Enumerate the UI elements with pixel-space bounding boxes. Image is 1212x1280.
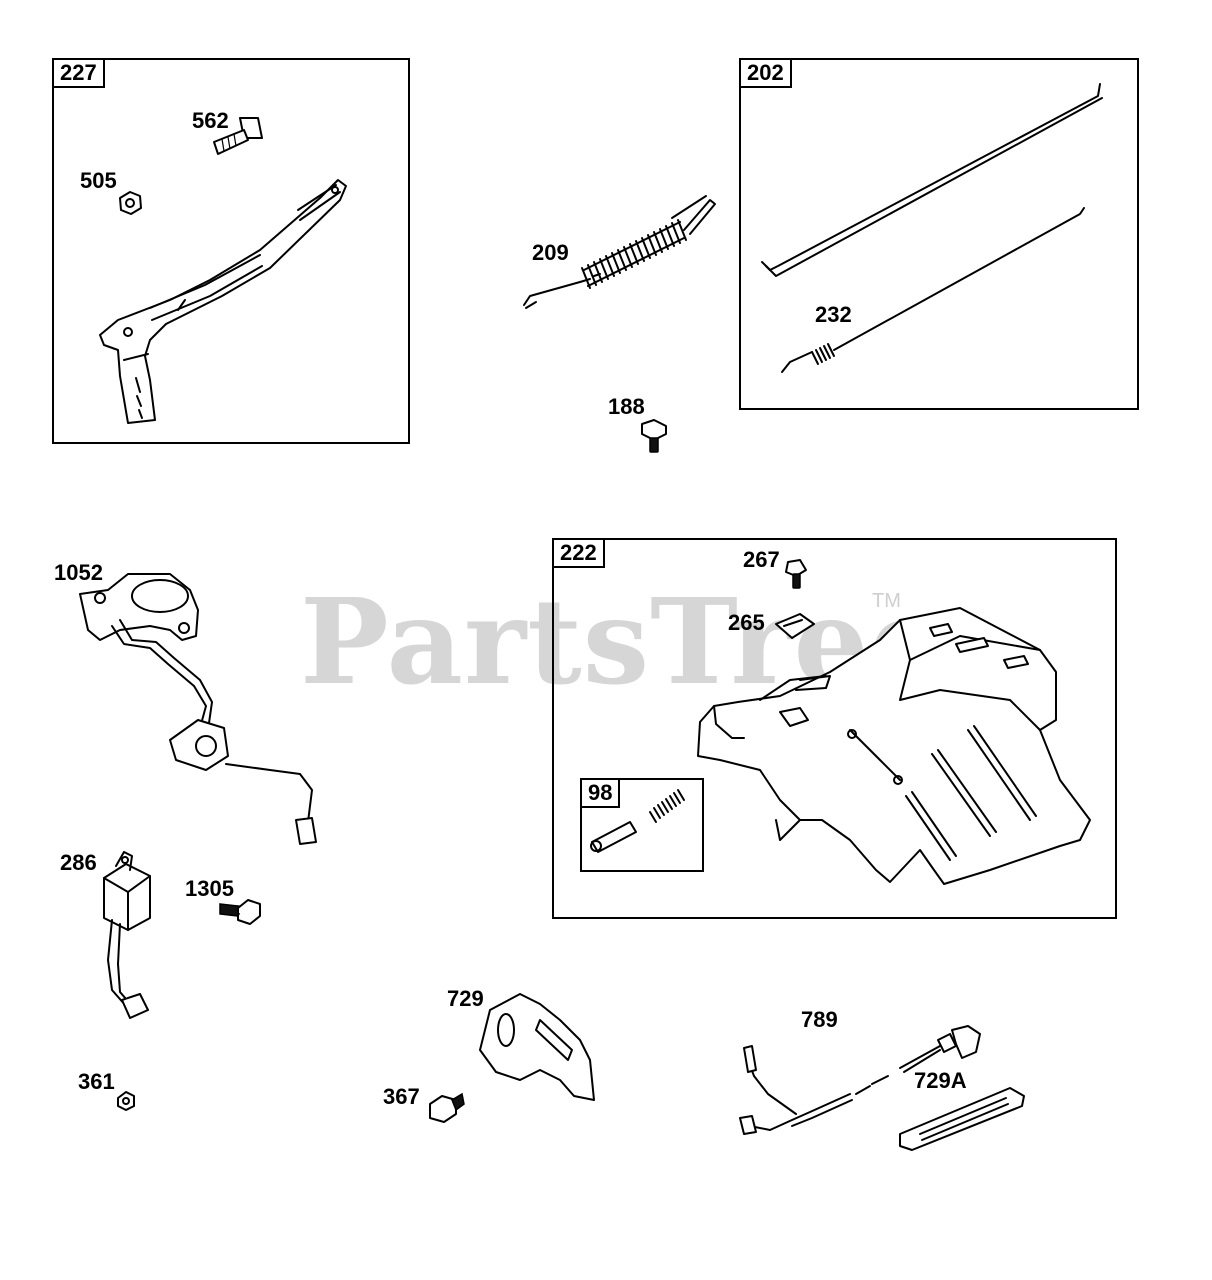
part-562-bolt (213, 117, 263, 155)
part-267-screw (785, 559, 807, 589)
callout-1052: 1052 (54, 560, 103, 585)
part-98-pin-spring (590, 789, 685, 853)
part-188-screw (641, 419, 667, 453)
callout-729: 729 (447, 986, 484, 1011)
part-789-wire (739, 1025, 981, 1135)
part-286-module (103, 851, 151, 1019)
group-202-box: 202 (739, 58, 1139, 410)
group-227-label: 227 (54, 60, 105, 88)
group-98-label: 98 (582, 780, 621, 808)
callout-361: 361 (78, 1069, 115, 1094)
part-367-screw (429, 1092, 465, 1123)
part-729A-plate (899, 1087, 1025, 1151)
callout-209: 209 (532, 240, 569, 265)
part-222-shield (697, 607, 1091, 885)
part-1305-screw (219, 899, 261, 925)
group-222-label: 222 (554, 540, 605, 568)
callout-789: 789 (801, 1007, 838, 1032)
group-222-box: 222 (552, 538, 1117, 919)
part-209-spring (523, 195, 716, 309)
group-227-box: 227 (52, 58, 410, 444)
callout-1305: 1305 (185, 876, 234, 901)
part-505-nut (119, 191, 142, 215)
group-202-label: 202 (741, 60, 792, 88)
part-1052-oil-sensor (79, 573, 317, 845)
callout-265: 265 (728, 610, 765, 635)
part-265-clip (775, 613, 815, 639)
callout-729A: 729A (914, 1068, 967, 1093)
part-361-nut (117, 1091, 135, 1111)
callout-505: 505 (80, 168, 117, 193)
group-98-box: 98 (580, 778, 704, 872)
part-202-rod (761, 83, 1103, 277)
callout-562: 562 (192, 108, 229, 133)
callout-367: 367 (383, 1084, 420, 1109)
part-729-bracket (479, 993, 595, 1101)
callout-267: 267 (743, 547, 780, 572)
callout-188: 188 (608, 394, 645, 419)
callout-286: 286 (60, 850, 97, 875)
callout-232: 232 (815, 302, 852, 327)
part-227-lever (99, 179, 347, 424)
part-232-spring (781, 207, 1085, 373)
trademark-symbol: TM (872, 590, 901, 612)
